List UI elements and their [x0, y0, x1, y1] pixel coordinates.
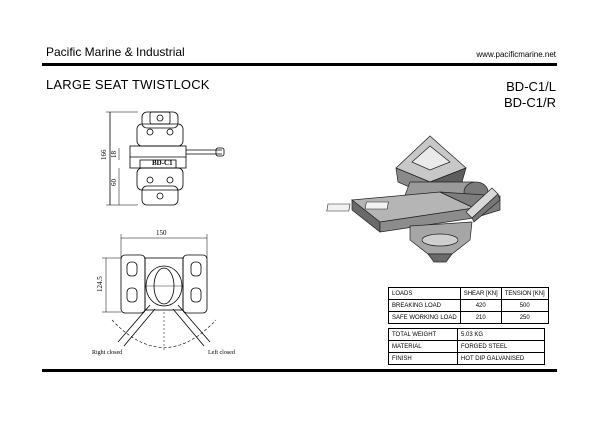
loads-table: LOADS SHEAR [KN] TENSION [KN] BREAKING L… [388, 287, 549, 324]
top-divider [42, 63, 557, 66]
loads-header-shear: SHEAR [KN] [459, 287, 502, 300]
loads-header-label: LOADS [388, 287, 461, 300]
table-row: FINISH HOT DIP GALVANISED [388, 352, 545, 365]
dim-height-total: 166 [100, 149, 108, 160]
plan-view [102, 234, 217, 352]
part-label: BD-C1 [152, 159, 173, 167]
table-row: SAFE WORKING LOAD 210 250 [388, 311, 549, 324]
props-value: FORGED STEEL [457, 340, 545, 353]
props-value: HOT DIP GALVANISED [457, 352, 545, 365]
dim-small: 18 [110, 151, 118, 159]
website-link[interactable]: www.pacificmarine.net [476, 50, 556, 59]
caption-left-closed: Left closed [208, 349, 235, 356]
table-row: TOTAL WEIGHT 5.03 KG [388, 328, 545, 341]
props-label: TOTAL WEIGHT [388, 328, 458, 341]
table-row: MATERIAL FORGED STEEL [388, 340, 545, 353]
loads-cell: 500 [500, 299, 549, 312]
dim-depth: 124.5 [96, 276, 104, 292]
props-value: 5.03 KG [457, 328, 545, 341]
bottom-divider [42, 369, 557, 372]
loads-header-tension: TENSION [KN] [500, 287, 549, 300]
loads-cell: SAFE WORKING LOAD [388, 311, 461, 324]
product-code-right: BD-C1/R [503, 95, 556, 110]
properties-table: TOTAL WEIGHT 5.03 KG MATERIAL FORGED STE… [388, 328, 545, 365]
loads-cell: BREAKING LOAD [388, 299, 461, 312]
table-row: LOADS SHEAR [KN] TENSION [KN] [388, 287, 549, 300]
product-title: LARGE SEAT TWISTLOCK [46, 77, 210, 92]
dim-width: 150 [156, 229, 167, 237]
loads-cell: 210 [459, 311, 502, 324]
company-name: Pacific Marine & Industrial [46, 45, 185, 59]
loads-cell: 250 [500, 311, 549, 324]
front-view [106, 111, 225, 206]
props-label: FINISH [388, 352, 458, 365]
dim-lower: 60 [110, 179, 118, 187]
product-render [326, 135, 501, 263]
caption-right-closed: Right closed [92, 350, 122, 356]
product-code-left: BD-C1/L [506, 79, 556, 94]
table-row: BREAKING LOAD 420 500 [388, 299, 549, 312]
loads-cell: 420 [459, 299, 502, 312]
props-label: MATERIAL [388, 340, 458, 353]
